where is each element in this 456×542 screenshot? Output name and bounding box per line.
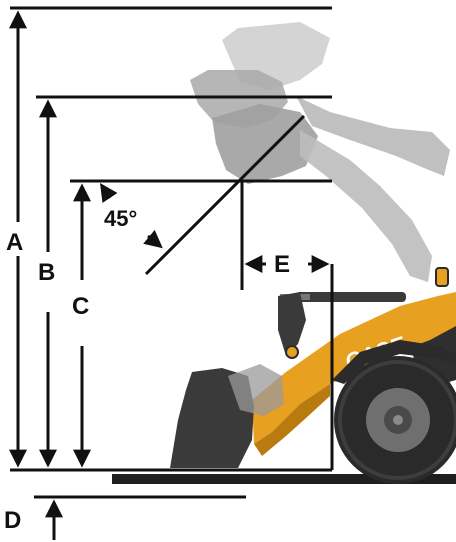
linkage-pin xyxy=(285,345,299,359)
lowered-bucket xyxy=(170,368,254,468)
angle-arrow-lower xyxy=(143,229,163,249)
raised-arm-ghosts: CASE xyxy=(190,22,451,282)
dimension-labels: A B C D E 45° xyxy=(4,206,290,534)
dimension-arrows xyxy=(9,10,330,540)
wheel-tire-tread xyxy=(338,360,456,480)
wheel-loader-illustration: CASE xyxy=(112,267,456,484)
boom-ghost-upper xyxy=(296,96,450,176)
boom-ghost-lower xyxy=(300,130,432,282)
boom-arm-shadow xyxy=(254,384,330,456)
tilt-linkage xyxy=(278,292,306,356)
label-d: D xyxy=(4,507,21,534)
hydraulic-cylinder xyxy=(296,292,406,302)
bucket-ghost-low xyxy=(228,364,284,416)
reference-lines xyxy=(10,6,334,499)
wheel-fender xyxy=(332,340,456,384)
indicator-light xyxy=(435,267,449,287)
ground-rail xyxy=(112,474,456,484)
label-b: B xyxy=(38,259,55,286)
label-c: C xyxy=(72,293,89,320)
wheel-center xyxy=(393,415,403,425)
label-angle: 45° xyxy=(104,206,137,231)
label-a: A xyxy=(6,229,23,256)
line-45-degree xyxy=(144,114,306,276)
label-e: E xyxy=(274,251,290,278)
bucket-ghost-dump xyxy=(212,104,318,184)
angle-arrow-upper xyxy=(100,183,118,203)
